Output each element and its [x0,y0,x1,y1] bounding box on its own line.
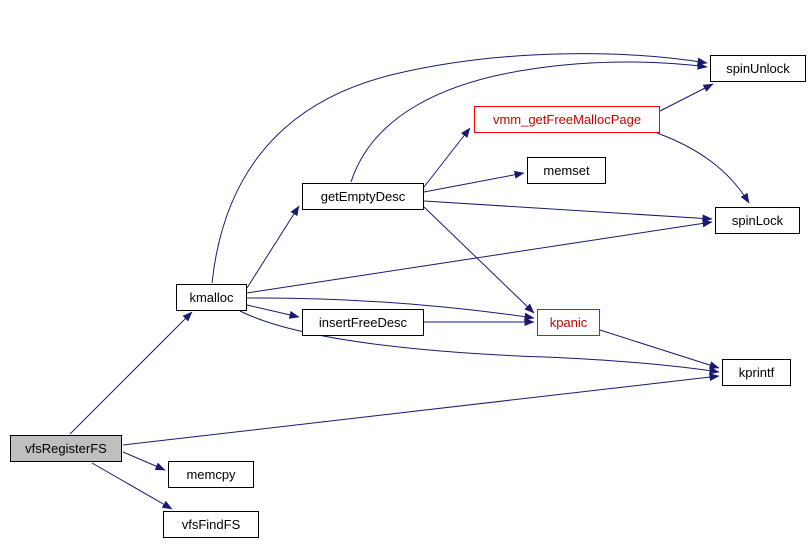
edge-vmm_getFreeMallocPage-to-spinLock [656,132,750,204]
edge-getEmptyDesc-to-spinUnlock [350,61,708,183]
edge-vfsRegisterFS-to-vfsFindFS [91,462,173,510]
edge-getEmptyDesc-to-kpanic [423,206,535,314]
edge-kmalloc-to-insertFreeDesc [246,304,300,319]
node-vfsFindFS[interactable]: vfsFindFS [163,511,259,538]
edge-kmalloc-to-getEmptyDesc [246,205,300,289]
node-spinUnlock[interactable]: spinUnlock [710,55,806,82]
node-insertFreeDesc[interactable]: insertFreeDesc [302,309,424,336]
node-memset[interactable]: memset [527,157,606,184]
edge-getEmptyDesc-to-vmm_getFreeMallocPage [423,127,471,188]
node-vfsRegisterFS: vfsRegisterFS [10,435,122,462]
edge-vfsRegisterFS-to-memcpy [122,451,166,471]
node-kmalloc[interactable]: kmalloc [176,284,247,311]
edge-kmalloc-to-spinLock [246,219,713,294]
node-getEmptyDesc[interactable]: getEmptyDesc [302,183,424,210]
node-memcpy[interactable]: memcpy [168,461,254,488]
edge-vfsRegisterFS-to-kmalloc [69,311,193,435]
edge-getEmptyDesc-to-spinLock [423,200,713,223]
edge-kpanic-to-kprintf [599,329,720,369]
node-kprintf[interactable]: kprintf [722,359,791,386]
node-kpanic: kpanic [537,309,600,336]
edge-kmalloc-to-spinUnlock [211,53,708,284]
edge-vmm_getFreeMallocPage-to-spinUnlock [659,83,714,112]
node-vmm_getFreeMallocPage: vmm_getFreeMallocPage [474,106,660,133]
edge-getEmptyDesc-to-memset [423,170,525,193]
node-spinLock[interactable]: spinLock [715,207,800,234]
edge-kmalloc-to-kpanic [246,297,535,321]
edge-vfsRegisterFS-to-kprintf [122,373,720,446]
